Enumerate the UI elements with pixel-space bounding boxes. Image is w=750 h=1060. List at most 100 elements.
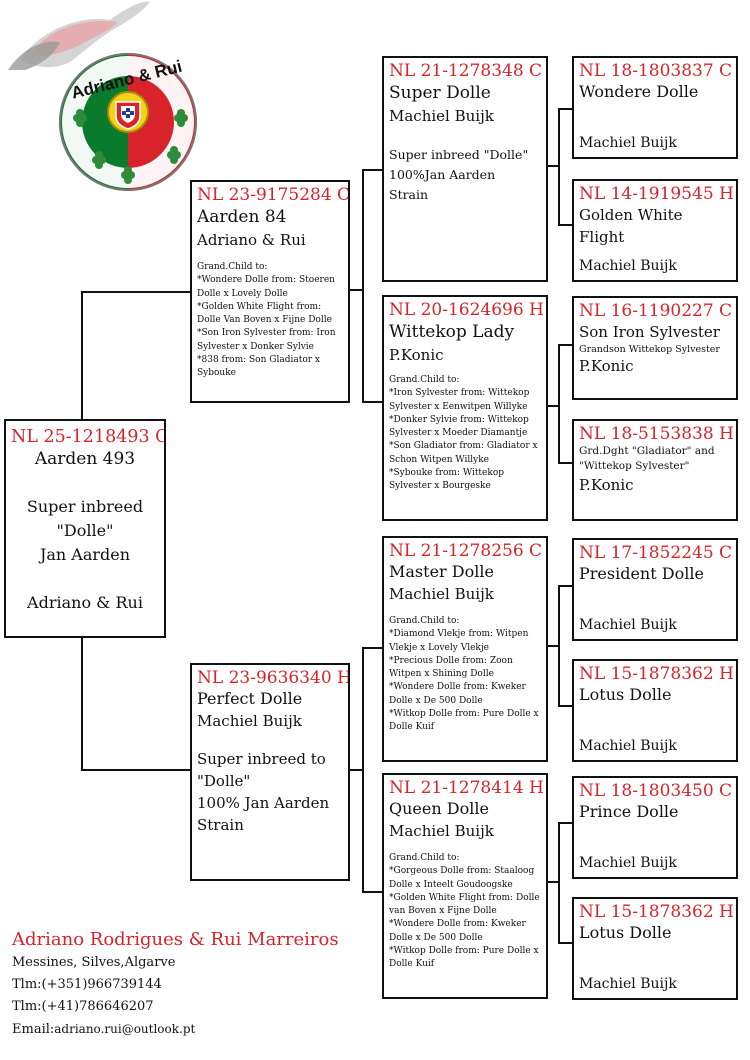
contact-block: Adriano Rodrigues & Rui Marreiros Messin… [12, 928, 339, 1041]
pigeon-card-sdd: NL 18-5153838 H Grd.Dght "Gladiator" and… [572, 419, 738, 521]
ring-number: NL 20-1624696 H [389, 300, 544, 320]
connector [362, 401, 382, 403]
breeder-name: Machiel Buijk [197, 712, 302, 730]
connector [558, 462, 572, 464]
connector [558, 942, 572, 944]
adriano-rui-logo: Adriano & Rui [8, 1, 197, 191]
pigeon-name: Perfect Dolle [197, 689, 303, 708]
pigeon-note: Super inbreed "Dolle" [389, 147, 529, 162]
pigeon-note: *Wondere Dolle from: Kweker Dolle x De 5… [389, 682, 526, 706]
breeder-name: Machiel Buijk [389, 585, 494, 603]
connector [546, 881, 560, 883]
ring-number: NL 15-1878362 H [579, 902, 734, 922]
pigeon-card-sire: NL 23-9175284 C Aarden 84 Adriano & Rui … [190, 180, 350, 403]
connector [362, 891, 382, 893]
pigeon-card-dds: NL 18-1803450 C Prince Dolle Machiel Bui… [572, 776, 738, 879]
connector [558, 822, 560, 944]
pigeon-note: Grd.Dght "Gladiator" and [579, 445, 715, 457]
pigeon-card-dss: NL 17-1852245 C President Dolle Machiel … [572, 538, 738, 641]
breeder-name: Machiel Buijk [579, 617, 677, 633]
ring-number: NL 21-1278414 H [389, 778, 544, 798]
pigeon-note: "Dolle" [56, 521, 114, 540]
pigeon-note: *Golden White Flight from: Dolle van Bov… [389, 892, 540, 917]
connector [558, 585, 560, 707]
pigeon-name: Master Dolle [389, 562, 494, 581]
pigeon-note: Grand.Child to: [389, 375, 460, 385]
breeder-name: Adriano & Rui [197, 231, 306, 249]
breeder-name: P.Konic [579, 476, 634, 494]
pigeon-note: Jan Aarden [39, 545, 131, 564]
pigeon-card-dam-sire: NL 21-1278256 C Master Dolle Machiel Bui… [382, 536, 548, 762]
breeder-name: P.Konic [579, 357, 634, 376]
connector [81, 769, 190, 771]
pigeon-note: Super inbreed to [197, 750, 326, 768]
owner-names: Adriano Rodrigues & Rui Marreiros [12, 929, 339, 950]
pigeon-name: Son Iron Sylvester [579, 323, 720, 341]
address: Messines, Silves,Algarve [12, 955, 176, 970]
email-label: Email: [12, 1022, 55, 1037]
pigeon-card-dsd: NL 15-1878362 H Lotus Dolle Machiel Buij… [572, 659, 738, 762]
connector [362, 647, 364, 893]
pigeon-card-sss: NL 18-1803837 C Wondere Dolle Machiel Bu… [572, 56, 738, 159]
pigeon-note: *Diamond Vlekje from: Witpen Vlekje x Lo… [389, 629, 529, 653]
ring-number: NL 14-1919545 H [579, 184, 734, 204]
pigeon-name: Prince Dolle [579, 802, 679, 821]
pigeon-note: *Iron Sylvester from: Wittekop Sylvester… [389, 388, 530, 412]
pigeon-note: Super inbreed [26, 497, 144, 516]
pigeon-card-sire-dam: NL 20-1624696 H Wittekop Lady P.Konic Gr… [382, 295, 548, 521]
ring-number: NL 25-1218493 C [11, 427, 166, 447]
connector [546, 405, 560, 407]
ring-number: NL 16-1190227 C [579, 301, 733, 321]
ring-number: NL 21-1278348 C [389, 61, 543, 81]
pigeon-card-sds: NL 16-1190227 C Son Iron Sylvester Grand… [572, 296, 738, 400]
connector [558, 108, 572, 110]
connector [348, 769, 364, 771]
pigeon-card-dam-dam: NL 21-1278414 H Queen Dolle Machiel Buij… [382, 773, 548, 999]
pigeon-card-main: NL 25-1218493 C Aarden 493 Super inbreed… [4, 419, 166, 638]
connector [81, 291, 83, 419]
ring-number: NL 17-1852245 C [579, 543, 733, 563]
connector [558, 344, 560, 464]
pigeon-card-dam: NL 23-9636340 H Perfect Dolle Machiel Bu… [190, 663, 350, 881]
ring-number: NL 18-1803450 C [579, 781, 733, 801]
breeder-name: Machiel Buijk [579, 855, 677, 871]
email-link[interactable]: adriano.rui@outlook.pt [54, 1022, 196, 1036]
pigeon-note: *Donker Sylvie from: Wittekop Sylvester … [389, 414, 529, 439]
pigeon-note: *Precious Dolle from: Zoon Witpen x Shin… [389, 655, 513, 680]
pigeon-name: Queen Dolle [389, 799, 489, 818]
email-line: Email:adriano.rui@outlook.pt [12, 1018, 339, 1041]
breeder-name: Machiel Buijk [579, 135, 677, 151]
pigeon-note: "Dolle" [197, 772, 251, 790]
connector [362, 169, 382, 171]
pigeon-card-ddd: NL 15-1878362 H Lotus Dolle Machiel Buij… [572, 897, 738, 1000]
pigeon-note: Strain [389, 187, 429, 202]
ring-number: NL 18-1803837 C [579, 61, 733, 81]
breeder-name: Adriano & Rui [27, 593, 143, 612]
connector [558, 108, 560, 226]
ring-number: NL 18-5153838 H [579, 424, 734, 444]
ring-number: NL 15-1878362 H [579, 664, 734, 684]
ring-number: NL 21-1278256 C [389, 541, 543, 561]
pigeon-name: Aarden 84 [197, 207, 287, 227]
ring-number: NL 23-9636340 H [197, 668, 350, 688]
pigeon-note: *Witkop Dolle from: Pure Dolle x Dolle K… [389, 709, 539, 733]
breeder-name: Machiel Buijk [579, 738, 677, 754]
breeder-name: P.Konic [389, 346, 444, 364]
connector [362, 169, 364, 403]
pigeon-note: *Sybouke from: Wittekop Sylvester x Bour… [389, 468, 505, 492]
breeder-name: Machiel Buijk [389, 107, 494, 125]
pigeon-note: *Wondere Dolle from: Stoeren Dolle x Lov… [197, 275, 335, 299]
pigeon-name: Wondere Dolle [579, 82, 699, 101]
pigeon-name: Aarden 493 [34, 449, 136, 469]
pigeon-name: Super Dolle [389, 83, 491, 103]
pigeon-name: President Dolle [579, 564, 704, 583]
ring-number: NL 23-9175284 C [197, 185, 350, 205]
pigeon-note: "Wittekop Sylvester" [579, 460, 690, 472]
connector [81, 291, 190, 293]
connector [558, 344, 572, 346]
pigeon-name: Wittekop Lady [389, 322, 515, 342]
pigeon-note: Strain [197, 816, 244, 834]
pigeon-note: Grandson Wittekop Sylvester [579, 344, 720, 355]
pigeon-note: Grand.Child to: [389, 853, 460, 863]
connector [558, 224, 572, 226]
